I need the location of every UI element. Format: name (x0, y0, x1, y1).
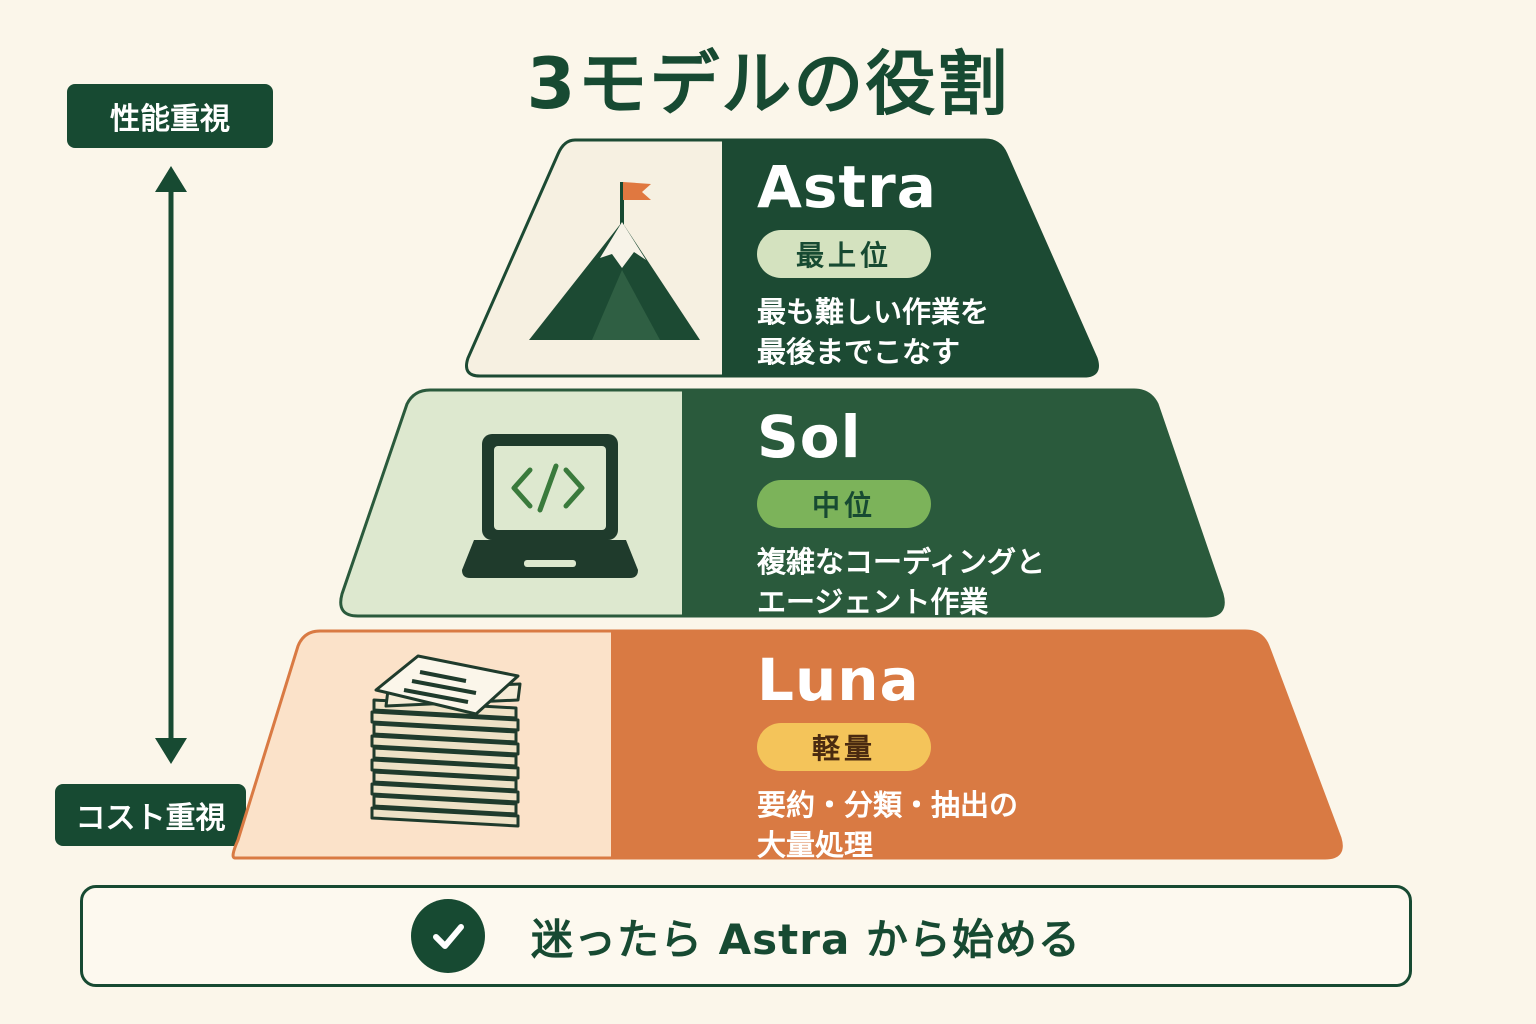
recommendation-text: 迷ったら Astra から始める (531, 914, 1081, 964)
tier-name: Luna (757, 646, 920, 714)
checkmark-icon (411, 899, 486, 973)
tier-description: 最も難しい作業を 最後までこなす (757, 295, 990, 369)
laptop-code-icon (462, 434, 638, 578)
tier-name: Astra (757, 153, 937, 221)
tier-luna (231, 629, 1343, 860)
tier-luna-text: Luna 軽量 要約・分類・抽出の 大量処理 (757, 651, 1018, 865)
tier-badge: 軽量 (757, 723, 931, 771)
mountain-flag-icon (529, 182, 700, 340)
page-title: 3モデルの役割 (526, 43, 1010, 125)
tier-description: 要約・分類・抽出の 大量処理 (757, 788, 1019, 862)
axis-bottom-label: コスト重視 (55, 784, 246, 846)
document-stack-icon (370, 654, 522, 828)
tier-badge: 最上位 (757, 230, 931, 278)
axis-top-label: 性能重視 (67, 84, 273, 148)
tier-sol-text: Sol 中位 複雑なコーディングと エージェント作業 (757, 408, 1045, 622)
tier-description: 複雑なコーディングと エージェント作業 (757, 545, 1045, 619)
tier-badge: 中位 (757, 480, 931, 528)
tier-astra-text: Astra 最上位 最も難しい作業を 最後までこなす (757, 158, 989, 372)
tier-name: Sol (757, 403, 862, 471)
axis-arrow (155, 166, 187, 764)
recommendation-box: 迷ったら Astra から始める (80, 885, 1412, 987)
